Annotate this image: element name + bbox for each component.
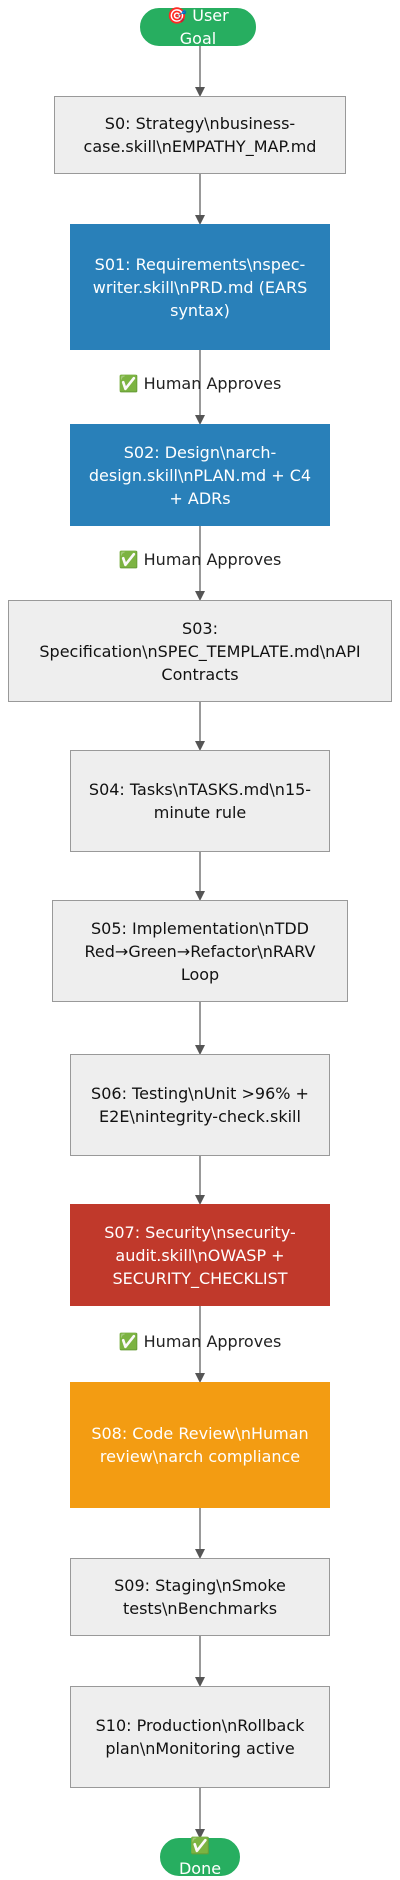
edge-label-s01-to-s02: ✅ Human Approves (118, 374, 282, 393)
node-s02: S02: Design\narch-design.skill\nPLAN.md … (70, 424, 330, 526)
node-s0: S0: Strategy\nbusiness-case.skill\nEMPAT… (54, 96, 346, 174)
node-s06: S06: Testing\nUnit >96% + E2E\nintegrity… (70, 1054, 330, 1156)
node-s05: S05: Implementation\nTDD Red→Green→Refac… (52, 900, 348, 1002)
node-s08: S08: Code Review\nHuman review\narch com… (70, 1382, 330, 1508)
node-s10: S10: Production\nRollback plan\nMonitori… (70, 1686, 330, 1788)
node-s03: S03: Specification\nSPEC_TEMPLATE.md\nAP… (8, 600, 392, 702)
node-s09: S09: Staging\nSmoke tests\nBenchmarks (70, 1558, 330, 1636)
node-start: 🎯 User Goal (140, 6, 256, 48)
edge-label-s02-to-s03: ✅ Human Approves (118, 550, 282, 569)
node-s07: S07: Security\nsecurity-audit.skill\nOWA… (70, 1204, 330, 1306)
node-done: ✅ Done (160, 1836, 240, 1878)
node-s01: S01: Requirements\nspec-writer.skill\nPR… (70, 224, 330, 350)
node-s04: S04: Tasks\nTASKS.md\n15-minute rule (70, 750, 330, 852)
edge-label-s07-to-s08: ✅ Human Approves (118, 1332, 282, 1351)
